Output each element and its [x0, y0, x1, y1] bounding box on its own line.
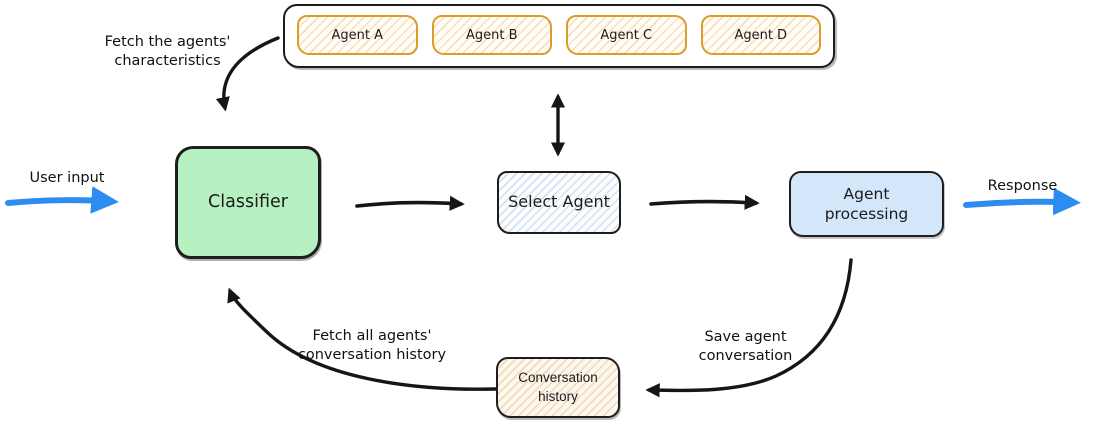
agent-d-label: Agent D [734, 27, 788, 43]
fetch-history-label: Fetch all agents' conversation history [297, 328, 447, 363]
agent-b-label: Agent B [465, 27, 518, 43]
agent-a-node: Agent A [297, 15, 418, 55]
classifier-node: Classifier [175, 146, 321, 259]
fetch-characteristics-label: Fetch the agents' characteristics [104, 34, 231, 69]
fetch-characteristics-arrow [215, 36, 280, 112]
agent-c-node: Agent C [566, 15, 687, 55]
response-arrow [963, 187, 1081, 216]
agent-a-label: Agent A [331, 27, 383, 43]
agent-processing-node: Agent processing [789, 171, 944, 237]
fetch-history-arrow [227, 287, 498, 391]
agent-c-label: Agent C [600, 27, 653, 43]
save-conversation-label: Save agent conversation [698, 329, 793, 364]
select-to-processing-arrow [649, 194, 760, 210]
user-input-label: User input [29, 170, 105, 186]
agent-d-node: Agent D [700, 15, 821, 55]
conversation-history-node: Conversation history [496, 357, 620, 418]
save-conversation-arrow [645, 258, 853, 398]
agents-panel: Agent A Agent B Agent C Agent D [283, 4, 835, 68]
response-label: Response [987, 178, 1058, 194]
agent-b-node: Agent B [431, 15, 552, 55]
user-input-arrow [5, 186, 119, 214]
classifier-to-select-arrow [355, 195, 465, 211]
select-agent-node: Select Agent [497, 171, 621, 234]
